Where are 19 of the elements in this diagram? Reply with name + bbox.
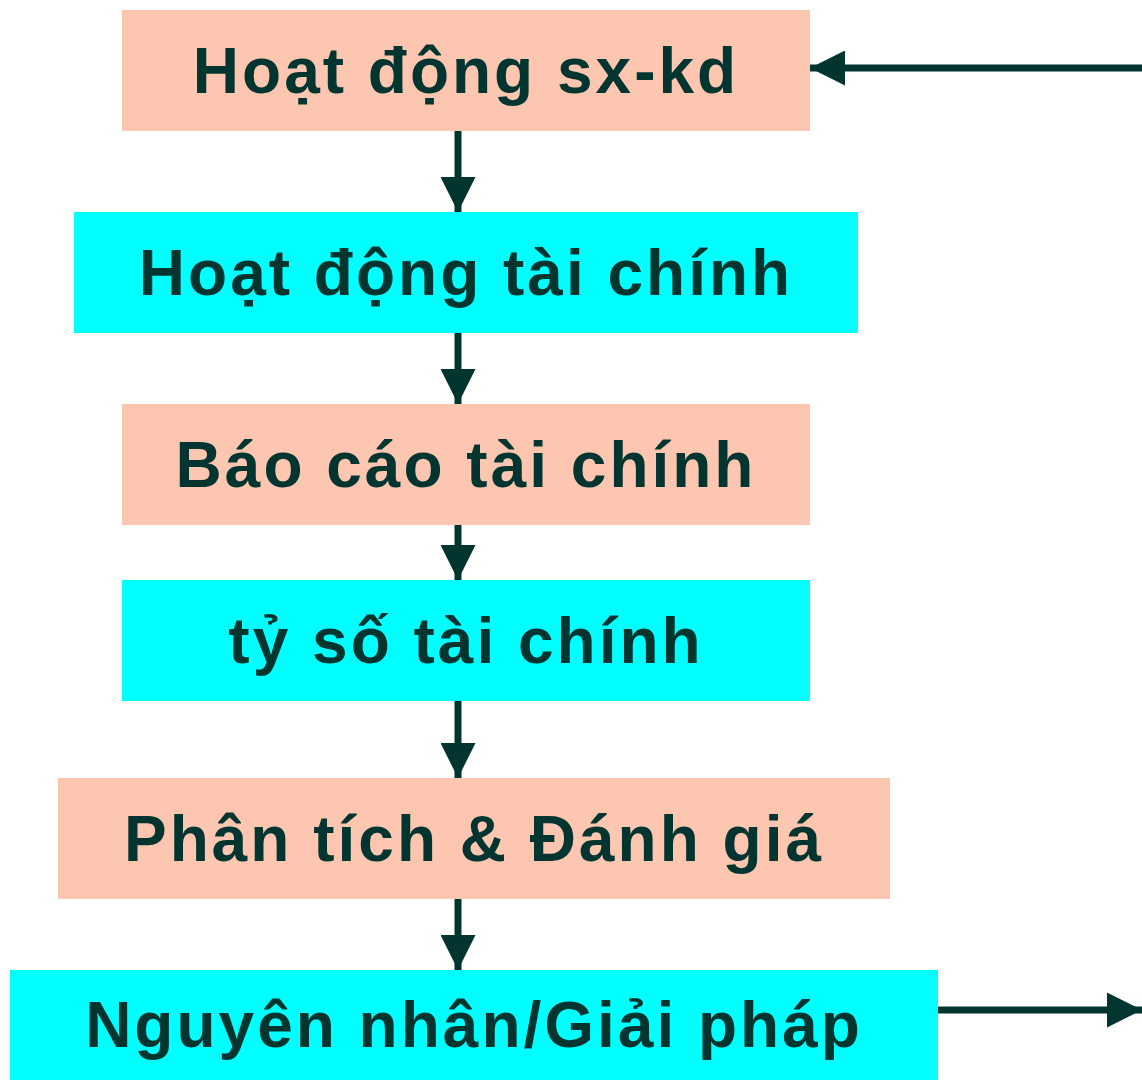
box-label: Hoạt động tài chính <box>138 235 794 310</box>
process-box <box>122 404 810 525</box>
process-box <box>74 212 858 333</box>
process-box <box>122 10 810 131</box>
arrow <box>440 131 476 212</box>
arrow <box>938 992 1142 1028</box>
arrow <box>440 701 476 778</box>
process-box <box>58 778 890 899</box>
process-box <box>10 970 938 1080</box>
process-box <box>122 580 810 701</box>
box-label: Nguyên nhân/Giải pháp <box>85 988 863 1062</box>
arrow <box>440 899 476 970</box>
box-label: tỷ số tài chính <box>228 603 704 678</box>
box-label: Phân tích & Đánh giá <box>123 801 825 876</box>
box-label: Báo cáo tài chính <box>175 427 757 502</box>
arrow <box>440 525 476 580</box>
box-label: Hoạt động sx-kd <box>192 33 740 108</box>
arrow <box>810 50 1142 86</box>
arrow <box>440 333 476 404</box>
